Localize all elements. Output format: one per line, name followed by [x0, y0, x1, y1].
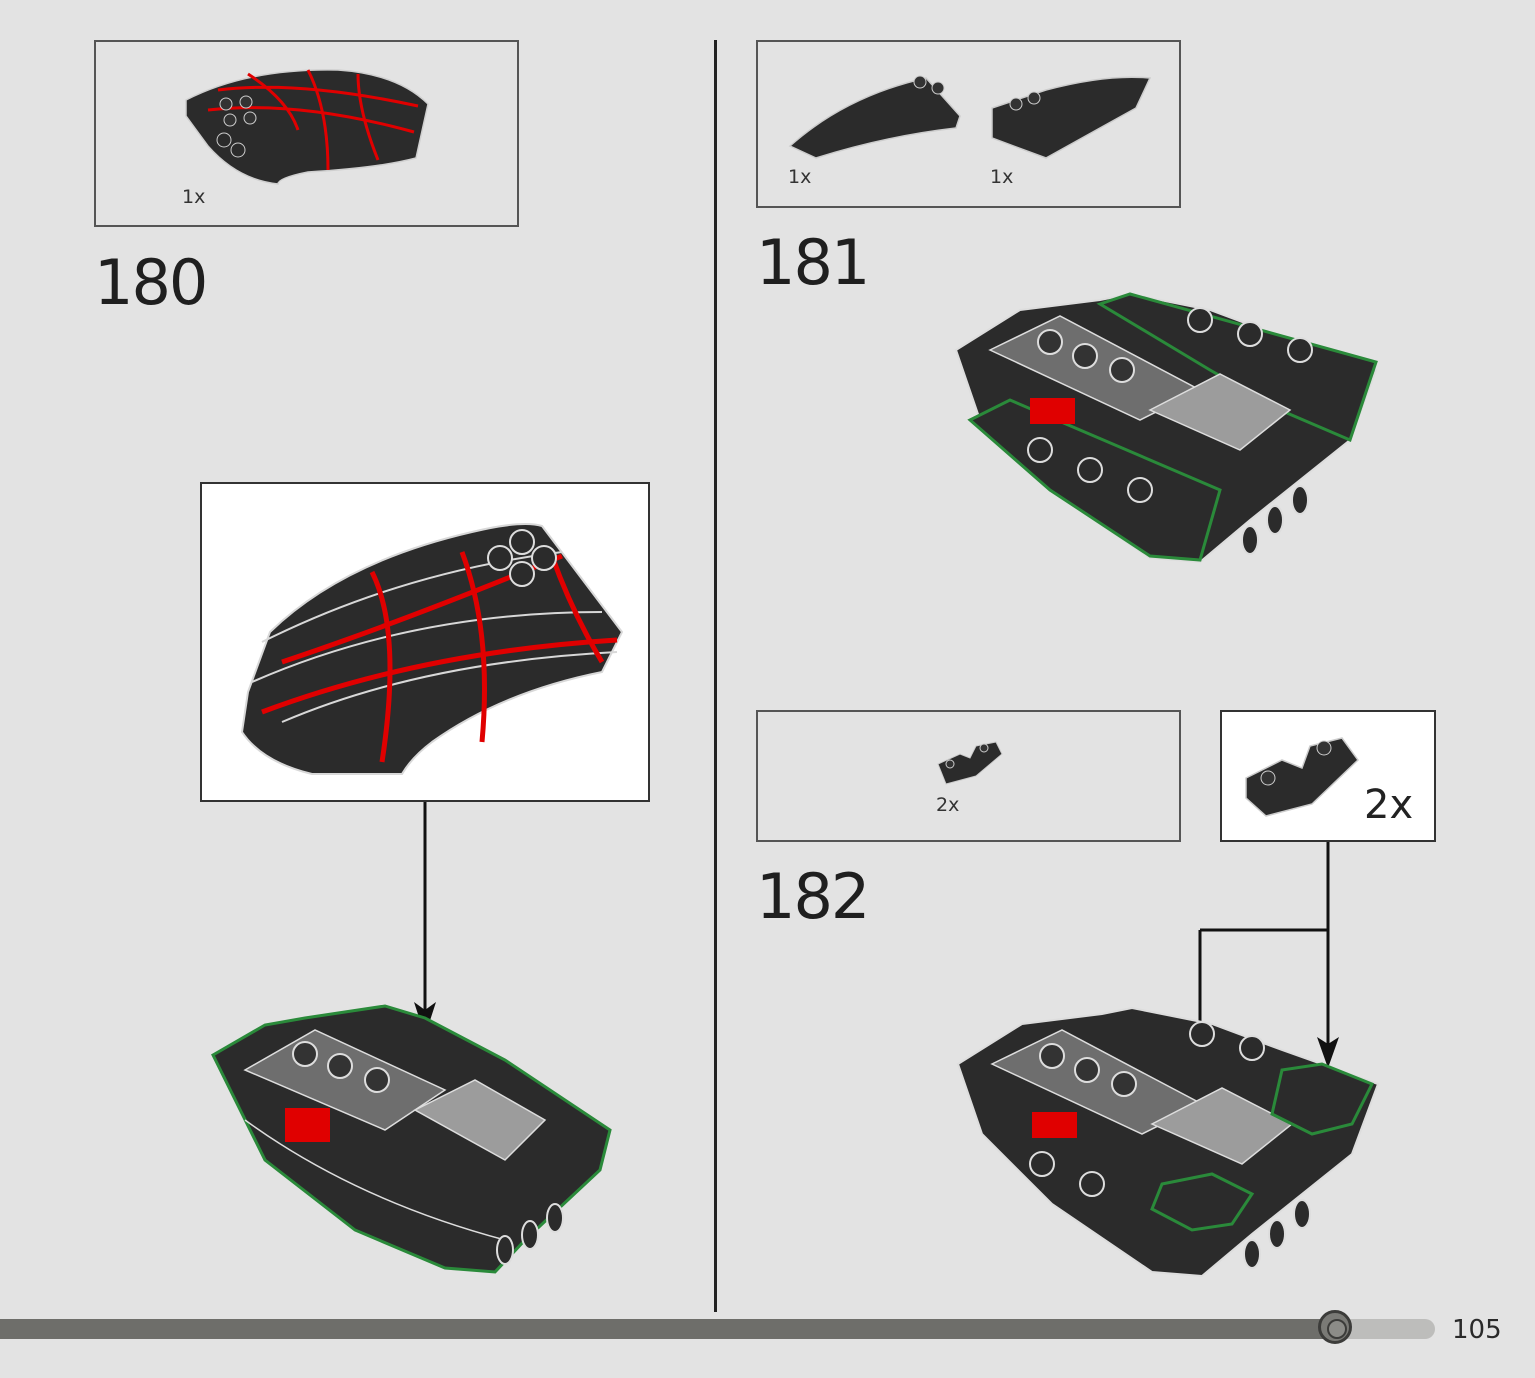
step-182-part-qty: 2x [936, 794, 960, 816]
curved-web-slope-detail-icon [240, 523, 624, 775]
inverted-slope-part-icon [937, 741, 1003, 785]
step-180-assembly-model [211, 1004, 612, 1274]
step-180-part-qty: 1x [182, 186, 206, 208]
step-182-parts-box: 2x [756, 710, 1181, 842]
step-180-number: 180 [94, 246, 208, 319]
step-182-number: 182 [756, 860, 870, 933]
step-181-part2-qty: 1x [990, 166, 1014, 188]
curved-web-slope-part-icon [185, 69, 429, 185]
step-180-callout-box [200, 482, 650, 802]
wedge-slope-left-part-icon [788, 75, 961, 159]
step-181-parts-box: 1x 1x [756, 40, 1181, 208]
step-182-callout-box: 2x [1220, 710, 1436, 842]
inverted-slope-detail-icon [1245, 737, 1359, 817]
progress-fill [0, 1319, 1335, 1339]
step-182-assembly-model [956, 1006, 1380, 1278]
wedge-slope-right-part-icon [991, 76, 1152, 159]
step-180-parts-box: 1x [94, 40, 519, 227]
step-181-part1-qty: 1x [788, 166, 812, 188]
step-182-callout-qty: 2x [1364, 782, 1414, 828]
page-divider [714, 40, 717, 1312]
step-181-number: 181 [756, 226, 870, 299]
step-181-assembly-model [954, 292, 1378, 564]
page-number: 105 [1452, 1315, 1502, 1345]
progress-knob-icon [1318, 1310, 1352, 1344]
